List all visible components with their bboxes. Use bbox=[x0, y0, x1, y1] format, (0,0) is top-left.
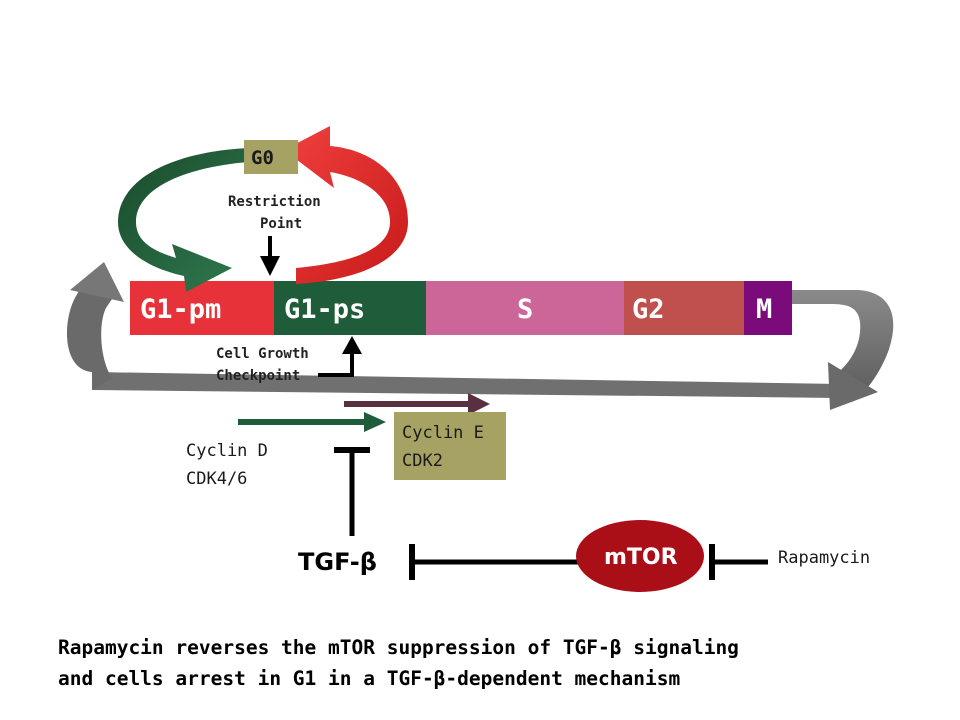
g0-label: G0 bbox=[251, 147, 274, 169]
g0-box bbox=[244, 140, 298, 174]
rapamycin-inhibition: Rapamycin bbox=[709, 544, 870, 580]
phase-g1ps bbox=[274, 281, 426, 335]
phase-g2 bbox=[624, 281, 744, 335]
mtor-label: mTOR bbox=[604, 545, 678, 570]
cyclin-e-label-line1: Cyclin E bbox=[402, 423, 484, 443]
phase-g1pm-label: G1-pm bbox=[140, 294, 221, 325]
phase-bar: G1-pm G1-ps S G2 M bbox=[130, 281, 792, 335]
checkpoint-label-line1: Cell Growth bbox=[216, 346, 309, 362]
cyclin-e-label-line2: CDK2 bbox=[402, 451, 443, 471]
phase-g1pm bbox=[130, 281, 274, 335]
g0-loop: G0 bbox=[118, 126, 408, 292]
mtor-inhibition: mTOR bbox=[409, 520, 704, 592]
restriction-point-arrow-icon bbox=[260, 256, 280, 276]
rapamycin-label: Rapamycin bbox=[778, 548, 870, 568]
phase-g1ps-label: G1-ps bbox=[284, 294, 365, 325]
tgf-beta-label: TGF-β bbox=[298, 548, 377, 576]
tgf-beta-inhibition: TGF-β bbox=[298, 447, 377, 576]
cyclin-d-label-line1: Cyclin D bbox=[186, 441, 268, 461]
mtor-node bbox=[576, 520, 704, 592]
cell-growth-checkpoint: Cell Growth Checkpoint bbox=[216, 336, 362, 384]
caption-line2: and cells arrest in G1 in a TGF-β-depend… bbox=[58, 667, 681, 690]
phase-g2-label: G2 bbox=[632, 294, 665, 325]
phase-m-label: M bbox=[756, 294, 772, 325]
cyclin-d-arrow-icon bbox=[364, 412, 386, 432]
cyclin-e-arrow-icon bbox=[468, 393, 490, 415]
green-loop-arrow bbox=[118, 148, 248, 292]
cyclin-e-group: Cyclin E CDK2 bbox=[344, 393, 506, 480]
phase-s bbox=[426, 281, 624, 335]
restriction-point: Restriction Point bbox=[228, 194, 321, 276]
restriction-point-label-line1: Restriction bbox=[228, 194, 321, 210]
cyclin-e-box bbox=[394, 412, 506, 480]
caption-line1: Rapamycin reverses the mTOR suppression … bbox=[58, 636, 739, 659]
cyclin-d-label-line2: CDK4/6 bbox=[186, 469, 247, 489]
phase-s-label: S bbox=[517, 294, 533, 325]
cycle-return-arrow bbox=[66, 262, 894, 410]
restriction-point-label-line2: Point bbox=[260, 216, 302, 232]
checkpoint-label-line2: Checkpoint bbox=[216, 368, 300, 384]
cyclin-d-group: Cyclin D CDK4/6 bbox=[186, 412, 386, 489]
red-loop-arrow bbox=[284, 126, 408, 284]
checkpoint-arrow-icon bbox=[342, 336, 362, 354]
caption: Rapamycin reverses the mTOR suppression … bbox=[58, 632, 918, 694]
phase-m bbox=[744, 281, 792, 335]
